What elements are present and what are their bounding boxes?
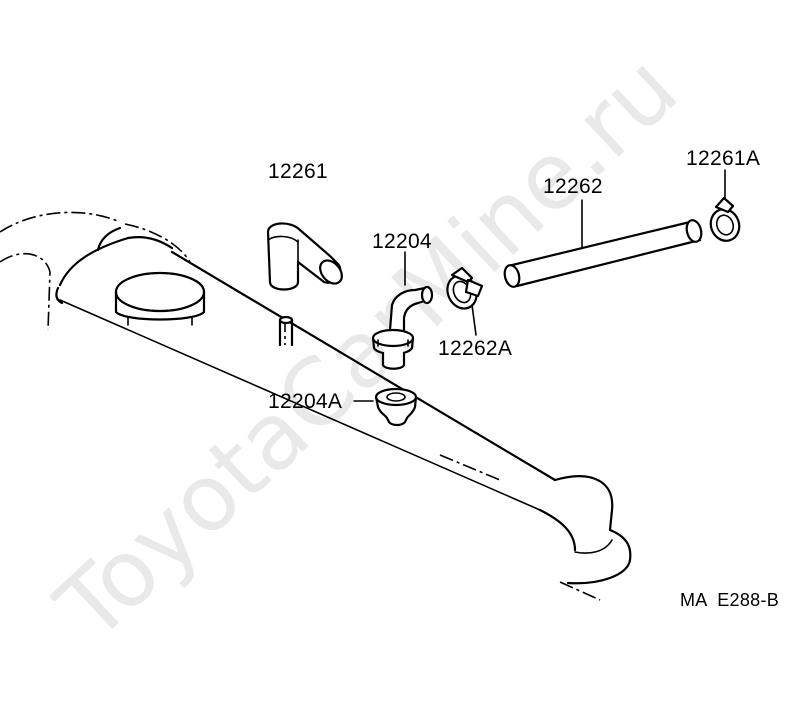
valve-cover-drawing: [0, 211, 632, 601]
label-12204A: 12204A: [268, 390, 342, 413]
clamp-12262A-drawing: [446, 266, 484, 336]
label-12261: 12261: [268, 160, 328, 183]
grommet-12204A-drawing: [353, 387, 418, 427]
label-12262: 12262: [543, 175, 603, 198]
clamp-12261A-drawing: [709, 169, 741, 242]
pcv-valve-12204-drawing: [371, 251, 434, 370]
figure-code: MA E288-B: [680, 590, 779, 610]
hose-12261-drawing: [266, 222, 343, 291]
label-12204: 12204: [372, 230, 432, 253]
label-12262A: 12262A: [438, 337, 512, 360]
watermark-text: ToyotaCarMine.ru: [36, 35, 697, 662]
hose-12262-drawing: [503, 199, 703, 288]
label-12261A: 12261A: [686, 147, 760, 170]
